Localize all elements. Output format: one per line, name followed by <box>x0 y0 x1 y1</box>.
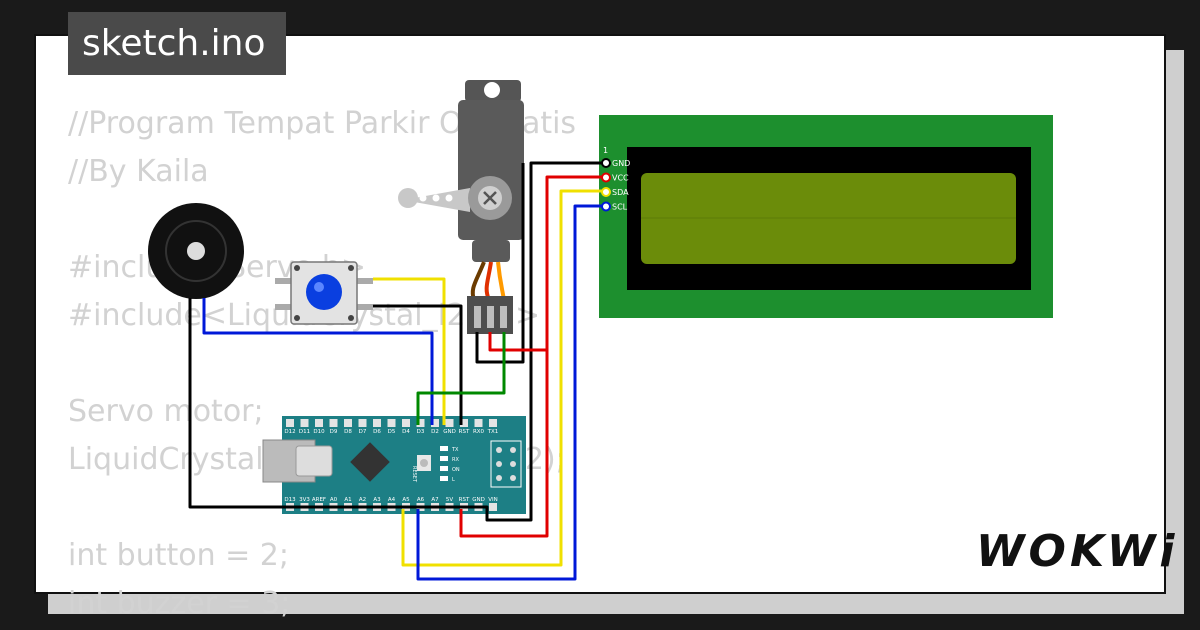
nano-pin[interactable] <box>431 419 439 427</box>
lcd-pin-label: SDA <box>612 188 629 197</box>
lcd-pin-label: SCL <box>612 203 628 212</box>
nano-led-label: RX <box>452 457 459 463</box>
nano-pin-label: A5 <box>402 497 410 503</box>
nano-pin-label: D4 <box>402 429 410 435</box>
wire-button-gnd <box>373 304 463 425</box>
nano-pin-label: GND <box>472 497 485 503</box>
nano-pin[interactable] <box>387 419 396 427</box>
nano-led <box>440 456 448 461</box>
nano-pin-label: D5 <box>388 429 396 435</box>
nano-pin[interactable] <box>329 419 338 427</box>
wire-servo-vcc <box>459 332 549 538</box>
nano-pin-label: D2 <box>431 429 439 435</box>
wokwi-logo[interactable]: WOKWi <box>976 526 1179 577</box>
nano-pin-label: A0 <box>330 497 338 503</box>
wire-lcd-sda <box>401 189 603 567</box>
code-line: int button = 2; <box>68 538 290 573</box>
lcd-pin-label: GND <box>612 159 630 168</box>
nano-pin-label: D7 <box>359 429 367 435</box>
nano-led-label: TX <box>451 447 459 453</box>
nano-pin-label: RST <box>459 497 470 503</box>
nano-pin[interactable] <box>489 419 497 427</box>
wire-button-signal <box>373 277 446 425</box>
nano-pin-label: RST <box>459 429 470 435</box>
wire-buzzer-gnd <box>188 161 603 522</box>
nano-pin[interactable] <box>315 419 323 427</box>
wire-lcd-scl <box>416 204 603 581</box>
nano-pin[interactable] <box>445 419 454 427</box>
nano-pin[interactable] <box>460 419 468 427</box>
wire-servo-gnd <box>475 163 525 364</box>
nano-led <box>440 466 448 471</box>
nano-pin-label: D12 <box>284 429 295 435</box>
nano-pin-label: 3V3 <box>299 497 310 503</box>
nano-led-label: L <box>452 477 455 483</box>
nano-pin[interactable] <box>489 503 497 511</box>
nano-pin-label: RX0 <box>473 429 485 435</box>
push-button[interactable] <box>275 261 373 325</box>
nano-pin[interactable] <box>286 419 294 427</box>
code-line: //By Kaila <box>68 154 209 189</box>
nano-pin-label: D8 <box>344 429 352 435</box>
nano-pin-label: A2 <box>359 497 366 503</box>
nano-pin-label: TX1 <box>487 429 499 435</box>
code-line: Servo motor; <box>68 394 264 429</box>
nano-pin[interactable] <box>373 419 381 427</box>
lcd-pin[interactable] <box>601 187 611 197</box>
nano-reset-label: RESET <box>411 466 417 483</box>
wires <box>188 161 603 581</box>
lcd-pin-one-label: 1 <box>603 146 608 155</box>
nano-pin[interactable] <box>344 419 352 427</box>
nano-pin-label: D13 <box>284 497 296 503</box>
nano-pin[interactable] <box>300 419 309 427</box>
servo-motor[interactable] <box>398 80 524 334</box>
nano-pin-label: A3 <box>373 497 381 503</box>
nano-led <box>440 476 448 481</box>
nano-pin-label: A4 <box>388 497 396 503</box>
lcd-pin-label: VCC <box>612 174 629 183</box>
nano-pin-label: D11 <box>299 429 310 435</box>
wire-servo-signal <box>416 332 506 425</box>
nano-pin-label: D3 <box>417 429 425 435</box>
nano-pin-label: GND <box>443 429 456 435</box>
lcd-module[interactable]: 1 GND VCC SDA SCL <box>599 115 1053 318</box>
nano-pin-label: D6 <box>373 429 381 435</box>
lcd-pin[interactable] <box>601 172 611 183</box>
lcd-pin[interactable] <box>601 201 611 212</box>
nano-pin[interactable] <box>474 419 483 427</box>
sketch-filename-tab[interactable]: sketch.ino <box>68 12 286 75</box>
nano-pin-label: AREF <box>312 497 326 503</box>
nano-pin[interactable] <box>416 419 425 427</box>
lcd-pin[interactable] <box>601 158 611 168</box>
nano-pin-label: D9 <box>330 429 338 435</box>
buzzer[interactable] <box>148 203 244 299</box>
wire-lcd-vcc <box>545 175 603 350</box>
nano-led <box>440 446 448 451</box>
code-line: int buzzer = 3; <box>68 586 291 621</box>
nano-leds: TX RX ON L <box>440 446 460 483</box>
nano-pin-label: D10 <box>313 429 325 435</box>
nano-pin-label: A7 <box>431 497 439 503</box>
nano-pin-label: 5V <box>446 497 453 503</box>
nano-pin-label: A6 <box>417 497 425 503</box>
nano-pin-label: A1 <box>344 497 351 503</box>
code-background: //Program Tempat Parkir Otomatis//By Kai… <box>68 100 576 628</box>
nano-pin[interactable] <box>358 419 367 427</box>
nano-pin[interactable] <box>402 419 410 427</box>
nano-pin-label: VIN <box>488 497 498 503</box>
wire-buzzer-signal <box>202 298 434 425</box>
nano-led-label: ON <box>452 467 460 473</box>
